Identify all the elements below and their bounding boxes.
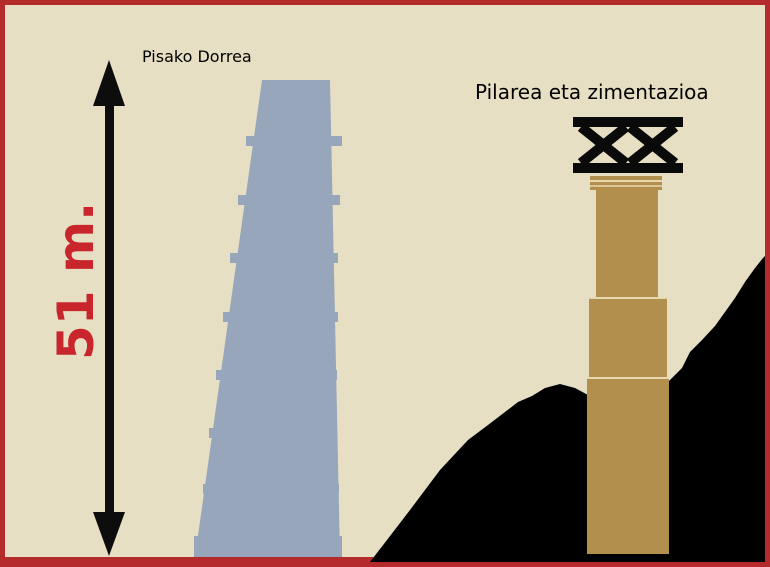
pillar-middle-section [589, 298, 667, 378]
tower-ledge [209, 428, 337, 438]
tower-ledge [223, 312, 338, 322]
tower-ledge [203, 484, 339, 494]
tower-ledge [194, 536, 342, 557]
pillar-lower-section [587, 378, 669, 554]
pillar-cap [590, 176, 662, 190]
tower-ledge [246, 136, 342, 146]
tower-ledge [238, 195, 340, 205]
height-arrow-icon [93, 60, 125, 556]
height-label: 51 m. [47, 202, 105, 360]
pillar-upper-section [596, 190, 658, 298]
pillar [587, 176, 669, 554]
tower-title: Pisako Dorrea [142, 47, 252, 66]
tower-ledge [230, 253, 338, 263]
pillar-title: Pilarea eta zimentazioa [475, 80, 709, 104]
pisa-tower [194, 80, 342, 557]
tower-ledge [216, 370, 337, 380]
bridge-truss-icon [573, 117, 683, 173]
